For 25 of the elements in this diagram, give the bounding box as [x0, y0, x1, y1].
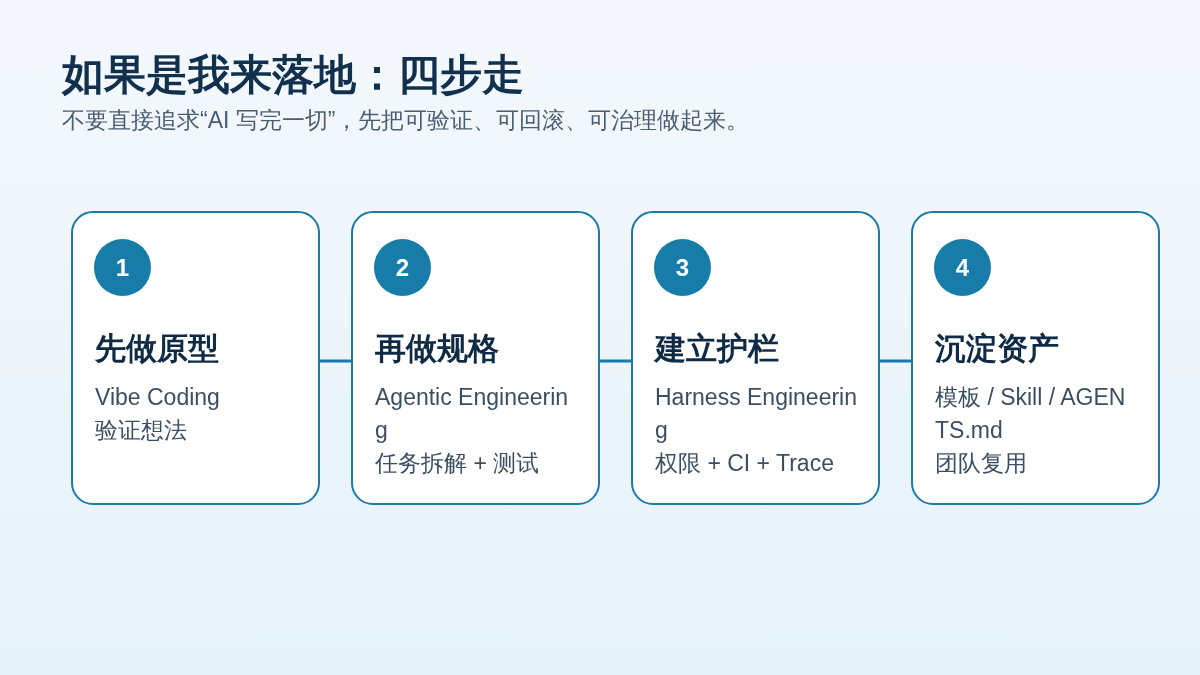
card-text: Vibe Coding — [95, 383, 221, 412]
card-heading: 沉淀资产 — [935, 330, 1059, 366]
number-circle: 2 — [374, 239, 431, 296]
card-text: Agentic Engineering — [375, 383, 570, 445]
number-circle: 4 — [934, 239, 991, 296]
step-card — [71, 211, 320, 505]
card-text: Harness Engineering — [655, 383, 857, 445]
step-card — [631, 211, 880, 505]
card-text: 权限 + CI + Trace — [655, 449, 835, 478]
step-card — [911, 211, 1160, 505]
card-text: 模板 / Skill / AGENTS.md — [935, 383, 1127, 445]
card-text: 验证想法 — [95, 416, 188, 445]
card-heading: 先做原型 — [95, 330, 219, 366]
card-text: 团队复用 — [935, 449, 1028, 478]
connector-line — [880, 359, 911, 363]
card-heading: 建立护栏 — [655, 330, 779, 366]
card-text: 任务拆解 + 测试 — [375, 449, 541, 478]
title: 如果是我来落地：四步走 — [62, 51, 524, 99]
connector-line — [320, 359, 351, 363]
number-circle: 3 — [654, 239, 711, 296]
subtitle: 不要直接追求“AI 写完一切”，先把可验证、可回滚、可治理做起来。 — [62, 106, 750, 135]
step-card — [351, 211, 600, 505]
connector-line — [600, 359, 631, 363]
number-circle: 1 — [94, 239, 151, 296]
card-heading: 再做规格 — [375, 330, 499, 366]
